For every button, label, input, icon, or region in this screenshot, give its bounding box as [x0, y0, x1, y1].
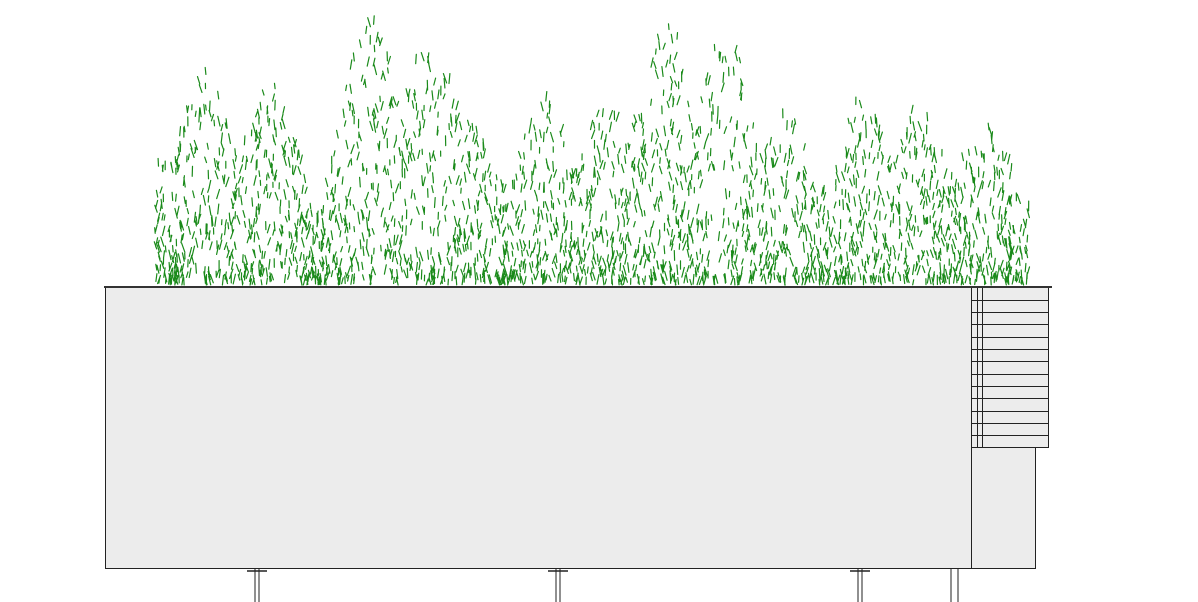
main-volume	[105, 287, 972, 569]
support-column	[548, 569, 568, 602]
stair-frame	[971, 287, 1049, 448]
roof-grass	[153, 15, 1031, 286]
support-column	[247, 569, 267, 602]
annex-leg	[950, 569, 959, 602]
grass-blades	[153, 15, 1031, 286]
supports	[247, 569, 959, 602]
stair-block	[971, 287, 1049, 448]
annex-volume	[971, 447, 1036, 569]
support-column	[850, 569, 870, 602]
stair-treads	[972, 300, 1048, 436]
